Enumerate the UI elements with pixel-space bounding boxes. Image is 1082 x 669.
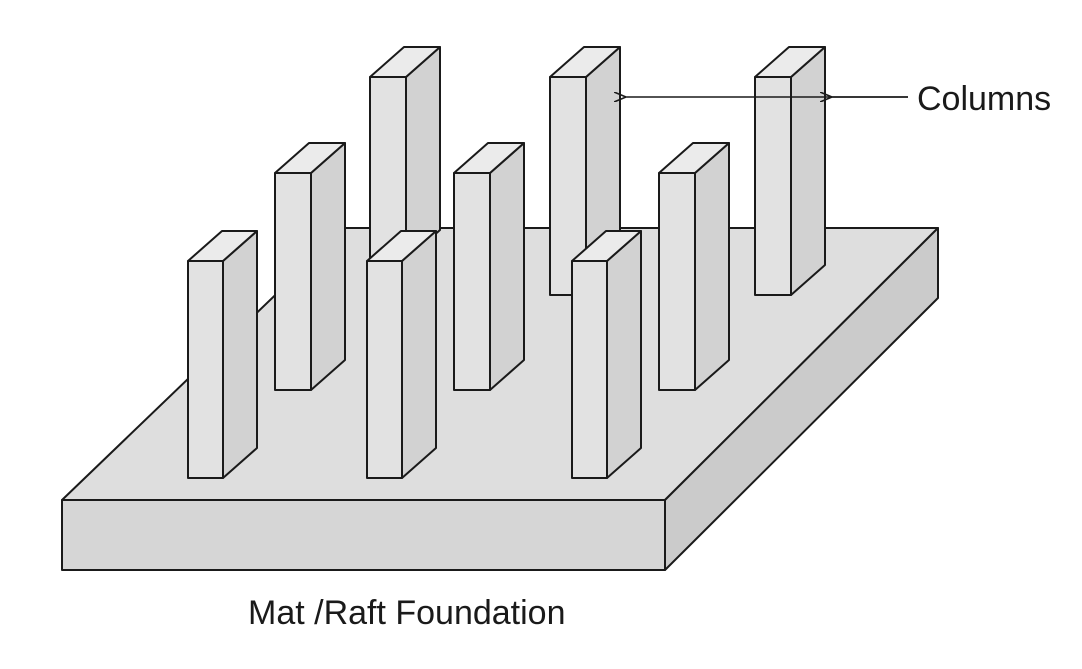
column-middle-1 [274, 142, 346, 391]
column-front-1 [187, 230, 258, 479]
slab-front-face [61, 499, 666, 571]
column-middle-3 [658, 142, 730, 391]
slab-right-face [664, 227, 939, 571]
columns-label: Columns [917, 80, 1051, 118]
column-middle-2 [453, 142, 525, 391]
column-front-2 [366, 230, 437, 479]
column-front-3 [571, 230, 642, 479]
foundation-label: Mat /Raft Foundation [248, 594, 566, 632]
column-back-1 [369, 46, 441, 261]
column-back-3 [754, 46, 826, 296]
